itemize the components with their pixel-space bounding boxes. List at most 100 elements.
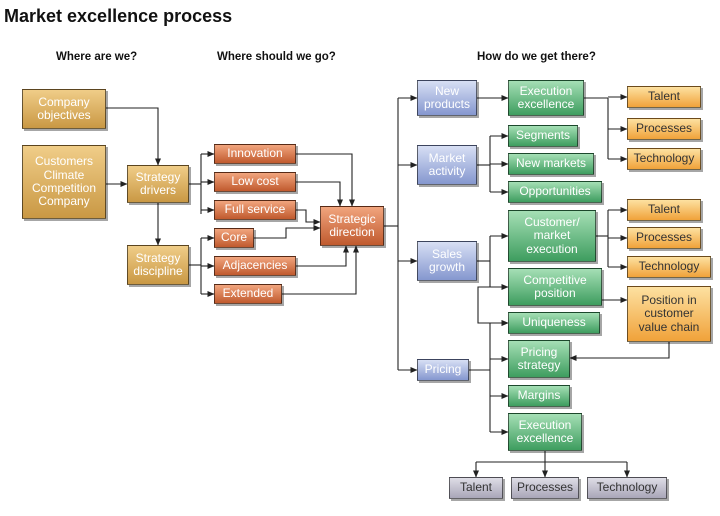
connector-valuechain-to-pricingstrategy <box>569 342 670 361</box>
connector-lowcost-to-direction <box>296 181 343 207</box>
connector-fullservice-to-direction <box>296 209 321 225</box>
box-label-line: objectives <box>37 108 91 122</box>
box-label: New markets <box>515 156 586 171</box>
box-label-line: Uniqueness <box>522 315 586 330</box>
margins-box: Margins <box>508 385 570 407</box>
box-label-line: Talent <box>647 202 681 217</box>
box-label-line: Strategy <box>135 250 181 265</box>
processes-top-box: Processes <box>627 118 701 140</box>
box-label-line: Company <box>38 194 90 209</box>
low-cost-box: Low cost <box>214 172 296 192</box>
connector-adjacencies-to-direction <box>296 245 349 267</box>
box-label-line: Strategy <box>135 169 181 184</box>
box-label: Technology <box>639 259 700 273</box>
box-label-line: Low cost <box>231 174 279 189</box>
box-label: Talent <box>647 202 681 217</box>
box-label-line: Segments <box>515 128 571 143</box>
extended-box: Extended <box>214 284 282 304</box>
box-label-line: Sales <box>431 246 463 261</box>
talent-mid-box: Talent <box>627 199 701 221</box>
box-label-line: Processes <box>516 480 574 495</box>
box-label-line: customer <box>644 306 694 321</box>
box-label: Adjacencies <box>223 258 288 272</box>
box-label-line: products <box>423 97 471 111</box>
box-label-line: drivers <box>139 183 176 197</box>
box-label-line: Company <box>38 94 90 109</box>
new-markets-box: New markets <box>508 153 594 175</box>
column-heading-how-do-we-get-there: How do we get there? <box>477 51 596 63</box>
box-label: Opportunities <box>519 184 591 199</box>
box-label-line: direction <box>329 225 375 239</box>
core-box: Core <box>214 228 254 248</box>
box-label: Extended <box>222 286 274 301</box>
box-label: Talent <box>459 480 493 495</box>
box-label-line: Customers <box>34 154 93 169</box>
box-label-line: discipline <box>133 264 183 278</box>
page-title: Market excellence process <box>4 6 233 26</box>
box-label-line: New markets <box>515 156 586 171</box>
innovation-box: Innovation <box>214 144 296 164</box>
box-label: Processes <box>516 480 574 495</box>
processes-mid-box: Processes <box>627 227 701 249</box>
box-label: Processes <box>635 121 693 136</box>
talent-top-box: Talent <box>627 86 701 108</box>
segments-box: Segments <box>508 125 578 147</box>
box-label-line: Extended <box>222 286 274 301</box>
box-label-line: Technology <box>596 480 658 495</box>
box-label-line: value chain <box>638 319 700 334</box>
box-label-line: Strategic <box>328 211 376 226</box>
box-label-line: Talent <box>459 480 493 495</box>
technology-bottom-box: Technology <box>587 477 667 499</box>
box-label: Technology <box>596 480 658 495</box>
box-label-line: Pricing <box>424 362 462 377</box>
full-service-box: Full service <box>214 200 296 220</box>
box-label-line: excellence <box>517 97 575 111</box>
box-label-line: excellence <box>516 431 574 445</box>
connector-loop-left <box>477 286 509 326</box>
box-label-line: New <box>434 83 459 98</box>
box-label-line: position <box>534 286 576 300</box>
box-label-line: growth <box>428 260 466 274</box>
box-label-line: Innovation <box>227 146 283 161</box>
box-label-line: Competition <box>31 181 97 195</box>
box-label: Low cost <box>231 174 279 189</box>
pricing-box: Pricing <box>417 359 469 381</box>
talent-bottom-box: Talent <box>449 477 503 499</box>
box-label-line: Processes <box>635 121 693 136</box>
opportunities-box: Opportunities <box>508 181 602 203</box>
box-label: Pricing <box>424 362 462 377</box>
technology-top-box: Technology <box>627 148 701 170</box>
box-label: Uniqueness <box>522 315 586 330</box>
box-label: Margins <box>518 388 561 402</box>
connector-objectives-to-drivers <box>106 107 161 166</box>
box-label: Core <box>221 230 247 244</box>
box-label: Talent <box>648 89 680 103</box>
box-label-line: Execution <box>519 83 573 98</box>
box-label: Innovation <box>227 146 283 161</box>
box-label-line: Opportunities <box>519 184 591 199</box>
